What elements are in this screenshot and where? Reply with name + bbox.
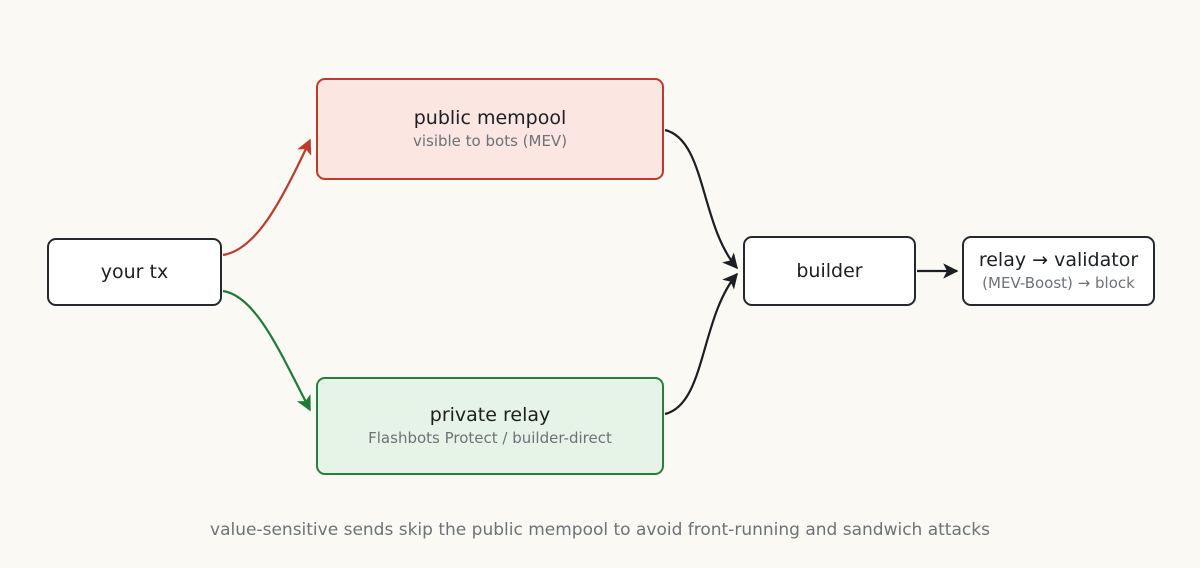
edge-private-relay-to-builder	[664, 272, 738, 416]
node-builder[interactable]: builder	[743, 236, 916, 306]
diagram-caption: value-sensitive sends skip the public me…	[210, 520, 990, 540]
node-your-tx[interactable]: your tx	[47, 238, 222, 306]
edge-public-mempool-to-builder	[664, 128, 739, 270]
node-relay-validator[interactable]: relay → validator (MEV-Boost) → block	[962, 236, 1155, 306]
node-relay-validator-title: relay → validator	[978, 249, 1139, 271]
node-public-mempool-title: public mempool	[413, 107, 567, 129]
edge-tx-to-private-relay	[222, 289, 311, 412]
node-relay-validator-subtitle: (MEV-Boost) → block	[982, 274, 1135, 292]
edge-tx-to-public-mempool	[222, 138, 312, 257]
node-builder-title: builder	[796, 259, 863, 282]
node-public-mempool-subtitle: visible to bots (MEV)	[412, 132, 568, 150]
node-private-relay-subtitle: Flashbots Protect / builder-direct	[368, 429, 612, 447]
node-private-relay[interactable]: private relay Flashbots Protect / builde…	[316, 377, 664, 475]
node-public-mempool[interactable]: public mempool visible to bots (MEV)	[316, 78, 664, 180]
node-private-relay-title: private relay	[429, 404, 551, 426]
node-your-tx-title: your tx	[100, 260, 169, 283]
